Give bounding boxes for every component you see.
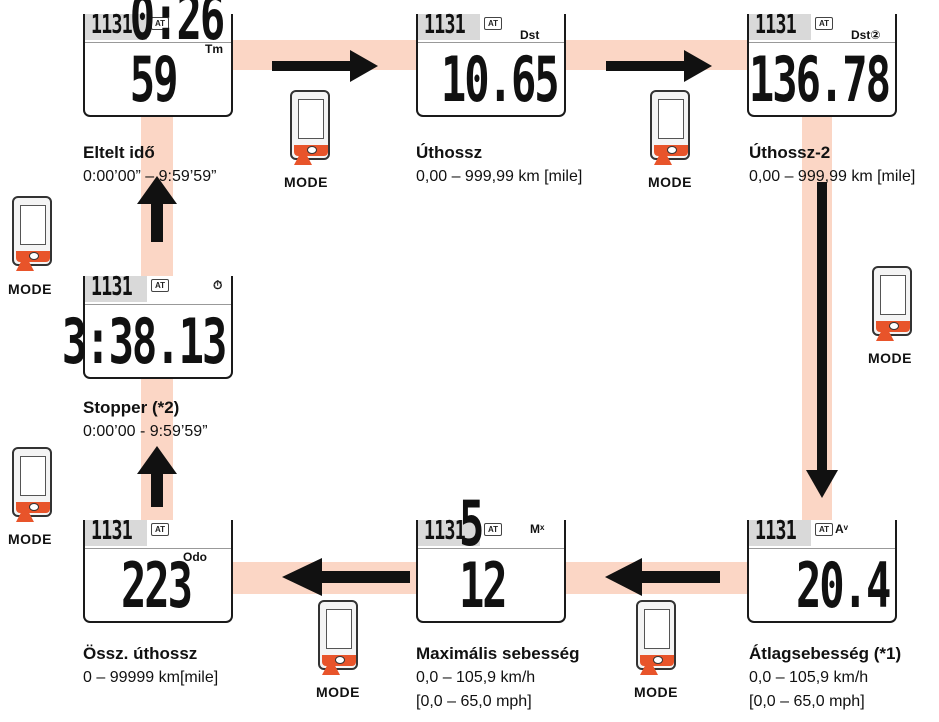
display-elapsed-time: 1131 AT Tm 0:26 59 xyxy=(83,0,233,117)
arrow-bottom-2 xyxy=(640,571,720,583)
mode-label: MODE xyxy=(648,174,692,190)
mode-label: MODE xyxy=(284,174,328,190)
clock-readout: 1131 xyxy=(424,10,466,40)
display-odometer: 1131 AT Odo 223 xyxy=(83,516,233,623)
label-max-range-mph: [0,0 – 65,0 mph] xyxy=(416,693,532,710)
auto-mode-badge: AT xyxy=(484,523,502,536)
unit-label: Odo xyxy=(183,550,207,564)
unit-label: Dst② xyxy=(851,28,881,42)
unit-label: Dst xyxy=(520,28,540,42)
display-average-speed: 1131 AT Aᵛ 20.4 xyxy=(747,516,897,623)
label-trip-title: Úthossz xyxy=(416,143,483,162)
label-max-range-kmh: 0,0 – 105,9 km/h xyxy=(416,669,536,686)
label-trip2-title: Úthossz-2 xyxy=(749,143,831,162)
arrow-bottom-1 xyxy=(320,571,410,583)
mode-button-icon xyxy=(290,90,332,165)
label-trip2-range: 0,00 – 999,99 km [mile] xyxy=(749,168,916,185)
label-avg-range-mph: [0,0 – 65,0 mph] xyxy=(749,693,865,710)
auto-mode-badge: AT xyxy=(151,523,169,536)
mode-button-icon xyxy=(650,90,692,165)
label-elapsed-range: 0:00’00” – 9:59’59” xyxy=(83,168,217,185)
unit-label: Aᵛ xyxy=(835,522,849,536)
clock-readout: 1131 xyxy=(91,272,133,302)
display-max-speed: 1131 AT Mˣ 5 12 xyxy=(416,493,566,623)
mode-button-icon xyxy=(636,600,678,675)
auto-mode-badge: AT xyxy=(484,17,502,30)
auto-mode-badge: AT xyxy=(815,17,833,30)
arrow-left-up-1 xyxy=(151,202,163,242)
mode-label: MODE xyxy=(634,684,678,700)
auto-mode-badge: AT xyxy=(151,279,169,292)
display-trip-distance: 1131 AT Dst 10.65 xyxy=(416,10,566,117)
label-odo-title: Össz. úthossz xyxy=(83,644,198,663)
mode-button-icon xyxy=(12,196,54,271)
auto-mode-badge: AT xyxy=(151,17,169,30)
clock-readout: 1131 xyxy=(755,516,797,546)
clock-readout: 1131 xyxy=(91,10,133,40)
label-stopwatch-range: 0:00’00 - 9:59’59” xyxy=(83,423,208,440)
auto-mode-badge: AT xyxy=(815,523,833,536)
display-trip-distance-2: 1131 AT Dst② 136.78 xyxy=(747,10,897,117)
mode-button-icon xyxy=(12,447,54,522)
arrow-right-down xyxy=(817,182,827,472)
arrow-left-up-2 xyxy=(151,472,163,507)
main-readout: 136.78 xyxy=(748,43,891,116)
label-avg-title: Átlagsebesség (*1) xyxy=(749,644,902,663)
label-max-title: Maximális sebesség xyxy=(416,644,580,663)
main-readout: 10.65 xyxy=(441,43,560,116)
main-readout: 3:38.13 xyxy=(61,305,227,378)
clock-readout: 1131 xyxy=(424,516,466,546)
mode-button-icon xyxy=(318,600,360,675)
label-odo-range: 0 – 99999 km[mile] xyxy=(83,669,219,686)
main-readout: 223 xyxy=(120,549,193,622)
main-readout: 5 12 xyxy=(458,487,508,622)
clock-readout: 1131 xyxy=(91,516,133,546)
unit-label: Mˣ xyxy=(530,522,545,536)
mode-button-icon xyxy=(872,266,914,341)
arrow-top-1 xyxy=(272,61,352,71)
display-stopwatch: 1131 AT ⏱ 3:38.13 xyxy=(62,272,233,379)
mode-label: MODE xyxy=(316,684,360,700)
main-readout: 0:26 59 xyxy=(129,0,225,116)
mode-label: MODE xyxy=(8,531,52,547)
label-stopwatch-title: Stopper (*2) xyxy=(83,398,180,417)
mode-label: MODE xyxy=(8,281,52,297)
unit-label: Tm xyxy=(205,42,223,56)
label-avg-range-kmh: 0,0 – 105,9 km/h xyxy=(749,669,869,686)
stopwatch-icon: ⏱ xyxy=(213,278,223,292)
label-trip-range: 0,00 – 999,99 km [mile] xyxy=(416,168,583,185)
mode-label: MODE xyxy=(868,350,912,366)
label-elapsed-title: Eltelt idő xyxy=(83,143,155,162)
main-readout: 20.4 xyxy=(795,549,891,622)
clock-readout: 1131 xyxy=(755,10,797,40)
arrow-top-2 xyxy=(606,61,686,71)
